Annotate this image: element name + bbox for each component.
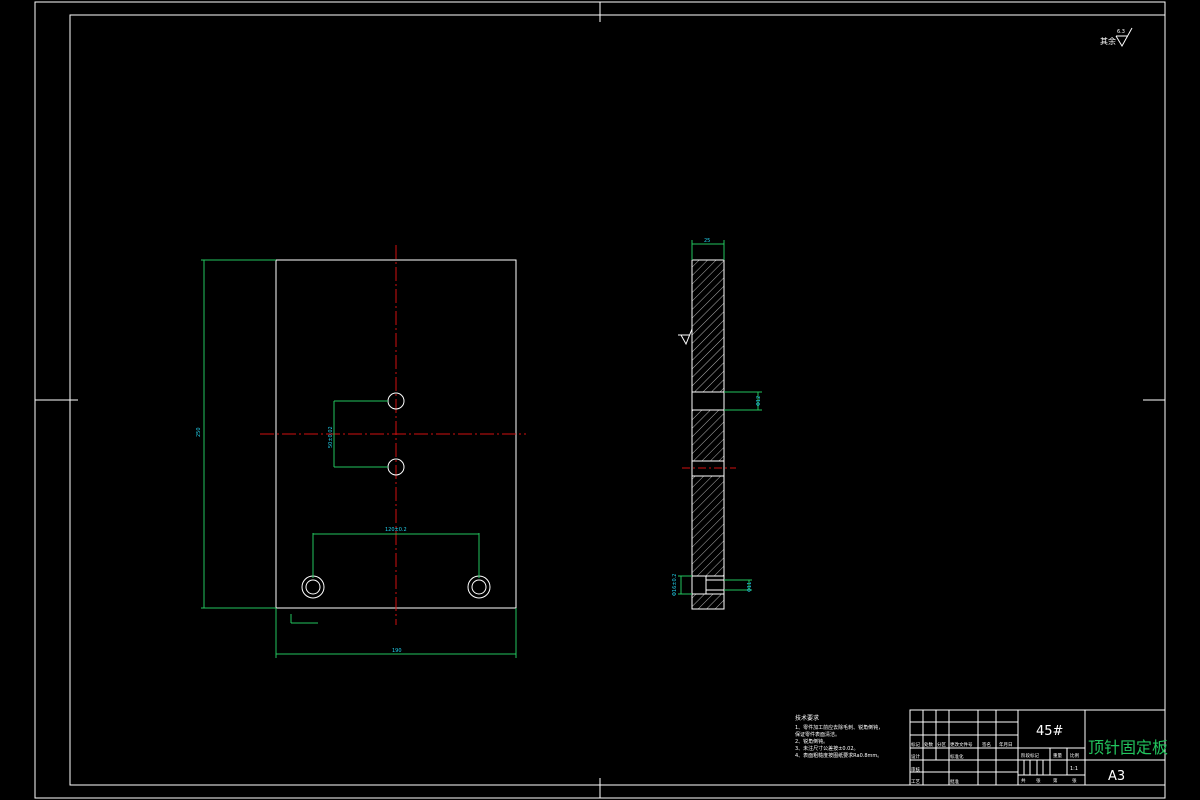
dim-height-label: 250 <box>196 427 202 437</box>
title-sheet-size: A3 <box>1108 769 1125 784</box>
tech-requirements: 技术要求 1、零件加工前应去除毛刺、锐角倒钝， 保证零件表面清洁。 2、锐角倒钝… <box>795 714 883 759</box>
title-label-stage-mark: 阶段标记 <box>1021 752 1039 759</box>
inner-frame <box>69 14 1166 786</box>
side-hatch-bottom <box>691 593 725 610</box>
dim-width-label: 190 <box>392 648 402 654</box>
front-view: 250 190 50±0.02 120±0.2 <box>196 245 526 658</box>
side-hatch-top <box>691 259 725 393</box>
dim-thickness <box>691 240 725 260</box>
counterbore-hole-right-outer <box>467 575 491 599</box>
tech-requirements-line: 3、未注尺寸公差按±0.02。 <box>795 745 859 752</box>
dim-width <box>275 608 517 658</box>
tech-requirements-line: 保证零件表面清洁。 <box>795 731 840 738</box>
title-material: 45# <box>1036 724 1063 739</box>
title-label-mark: 标记 <box>911 741 920 748</box>
side-outline <box>691 259 725 610</box>
title-label-count: 处数 <box>924 741 933 748</box>
dim-hole-pitch-vertical-label: 50±0.02 <box>328 426 334 448</box>
dim-counterbore <box>678 575 692 595</box>
dim-thickness-label: 25 <box>704 238 710 244</box>
side-view: 25 Φ12 Φ11 Φ16±0.2 <box>672 238 762 610</box>
tech-requirements-line: 2、锐角倒钝。 <box>795 738 828 745</box>
title-label-sheet-no: 第 <box>1053 777 1058 784</box>
dim-hole-bottom <box>724 579 752 591</box>
roughness-note: 其余 6.3 <box>1100 27 1133 47</box>
title-label-review: 审核 <box>911 766 920 773</box>
side-hatch-lower <box>691 475 725 577</box>
side-roughness-icon <box>680 328 693 346</box>
roughness-note-text: 其余 <box>1100 36 1116 46</box>
side-hatch-middle <box>691 409 725 462</box>
dim-counterbore-label: Φ16±0.2 <box>672 574 678 596</box>
dim-hole-pitch-horizontal <box>312 533 480 578</box>
title-label-date: 年月日 <box>999 741 1013 748</box>
roughness-note-value: 6.3 <box>1117 29 1125 35</box>
title-label-design: 设计 <box>911 753 920 760</box>
side-counterbore <box>691 575 707 595</box>
title-part-name: 顶针固定板 <box>1088 738 1168 757</box>
section-arrow-icon <box>290 614 318 624</box>
counterbore-hole-left-outer <box>301 575 325 599</box>
dim-hole-pitch-horizontal-label: 120±0.2 <box>385 527 407 533</box>
title-label-standardize: 标准化 <box>950 753 964 760</box>
title-block <box>909 709 1166 786</box>
title-label-zone: 分区 <box>937 741 946 748</box>
title-label-sign: 签名 <box>982 741 991 748</box>
counterbore-hole-left-inner <box>305 579 321 595</box>
dim-hole-bottom-label: Φ11 <box>747 582 753 592</box>
tech-requirements-line: 1、零件加工前应去除毛刺、锐角倒钝， <box>795 724 883 731</box>
title-label-sheet-unit: 张 <box>1072 777 1077 784</box>
tech-requirements-line: 4、表面粗糙度按图纸要求Ra0.8mm。 <box>795 752 882 759</box>
dim-hole-mid <box>724 391 762 411</box>
title-label-change-doc: 更改文件号 <box>950 741 973 748</box>
roughness-symbol-icon <box>1115 27 1133 47</box>
counterbore-hole-right-inner <box>471 579 487 595</box>
dim-height <box>201 259 276 609</box>
title-label-total: 共 <box>1021 777 1026 784</box>
dim-hole-pitch-vertical <box>333 400 388 468</box>
title-scale: 1:1 <box>1070 766 1078 772</box>
tech-requirements-heading: 技术要求 <box>795 714 819 722</box>
title-label-ratio: 比例 <box>1070 752 1079 759</box>
title-label-weight: 重量 <box>1053 752 1062 759</box>
title-label-approve: 批准 <box>950 778 959 785</box>
dim-hole-mid-label: Φ12 <box>756 396 762 406</box>
title-label-sheets: 张 <box>1036 777 1041 784</box>
title-label-process: 工艺 <box>911 779 920 785</box>
